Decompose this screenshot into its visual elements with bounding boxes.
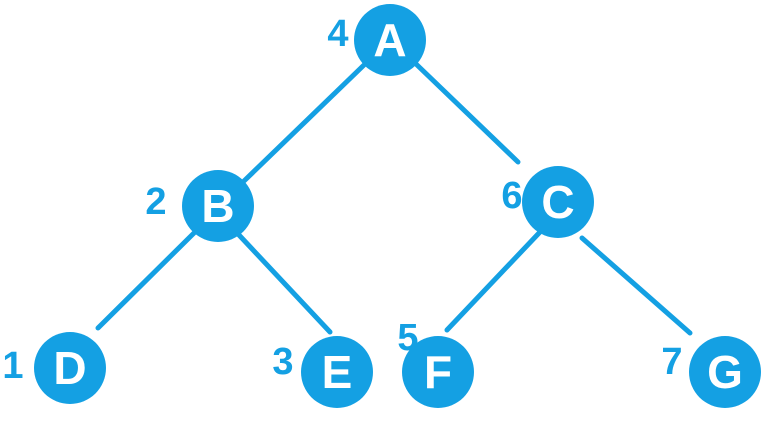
tree-node-E [301,336,373,408]
order-number-G: 7 [661,341,682,383]
edge-C-G [579,235,693,336]
node-label-G: G [707,346,743,398]
order-number-C: 6 [501,175,522,217]
node-label-E: E [322,346,353,398]
tree-node-A [354,4,426,76]
node-label-D: D [53,342,86,394]
tree-node-D [34,332,106,404]
node-label-C: C [541,176,574,228]
order-number-F: 5 [397,317,418,359]
tree-node-B [182,170,254,242]
tree-node-C [522,166,594,238]
order-number-A: 4 [327,13,348,55]
order-number-E: 3 [272,341,293,383]
edge-A-B [241,62,367,184]
order-number-D: 1 [2,345,23,387]
tree-node-F [402,336,474,408]
edge-C-F [444,229,543,333]
node-label-A: A [373,14,406,66]
tree-node-G [689,336,761,408]
edge-B-D [95,230,197,331]
edge-B-E [236,232,333,335]
node-label-F: F [424,346,452,398]
order-number-B: 2 [145,181,166,223]
edge-A-C [413,61,521,165]
node-label-B: B [201,180,234,232]
